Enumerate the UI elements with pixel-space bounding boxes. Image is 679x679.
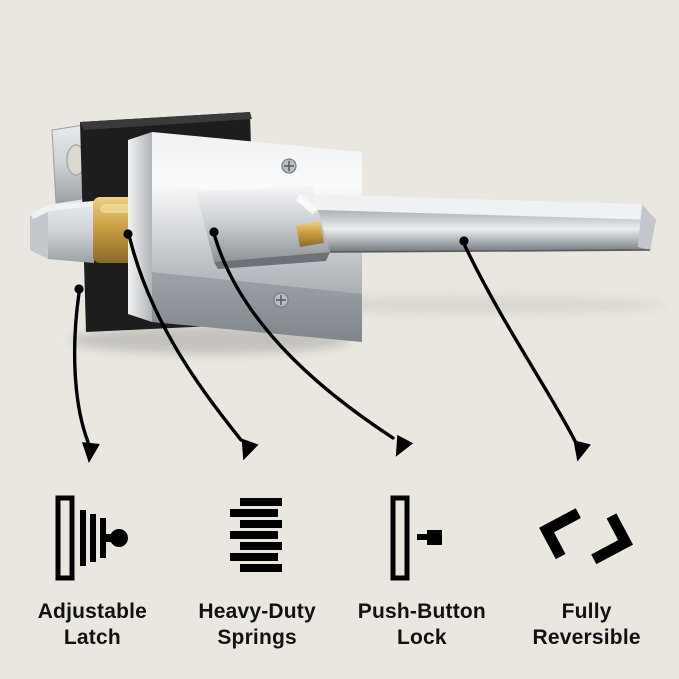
- lever-handle: [296, 194, 656, 253]
- callout-arrow-fully-reversible: [459, 236, 591, 462]
- feature-label-line1: Heavy-Duty: [198, 600, 316, 623]
- feature-label: Adjustable Latch: [38, 599, 147, 650]
- feature-label-line2: Springs: [217, 625, 297, 649]
- door-lever-product: [30, 112, 665, 354]
- feature-label: Fully Reversible: [533, 599, 641, 650]
- rose-plate: [128, 132, 362, 342]
- latch-bolt: [30, 201, 94, 263]
- callout-arrow-push-button-lock: [209, 227, 414, 457]
- fully-reversible-icon: [538, 478, 635, 586]
- feature-label-line2: Latch: [63, 625, 121, 649]
- feature-label-line2: Reversible: [532, 625, 641, 649]
- push-button-lock-icon: [387, 478, 457, 586]
- callout-arrows: [72, 227, 591, 463]
- callout-arrow-heavy-duty-springs: [123, 229, 259, 461]
- feature-label-line2: Lock: [396, 625, 447, 649]
- adjustable-latch-icon: [53, 478, 131, 586]
- feature-label: Heavy-Duty Springs: [198, 599, 316, 650]
- feature-label-line1: Fully: [561, 600, 612, 623]
- lever-neck: [196, 186, 330, 269]
- screw-top: [281, 158, 297, 174]
- screw-bottom: [273, 292, 289, 308]
- heavy-duty-springs-icon: [226, 478, 288, 586]
- feature-adjustable-latch: Adjustable Latch: [10, 478, 175, 650]
- feature-push-button-lock: Push-Button Lock: [340, 478, 505, 650]
- feature-label: Push-Button Lock: [358, 599, 486, 650]
- feature-row: Adjustable Latch Heavy-Duty Springs: [0, 478, 679, 650]
- feature-heavy-duty-springs: Heavy-Duty Springs: [175, 478, 340, 650]
- feature-label-line1: Push-Button: [357, 600, 486, 623]
- feature-label-line1: Adjustable: [37, 600, 148, 623]
- feature-fully-reversible: Fully Reversible: [504, 478, 669, 650]
- callout-arrow-adjustable-latch: [72, 284, 100, 463]
